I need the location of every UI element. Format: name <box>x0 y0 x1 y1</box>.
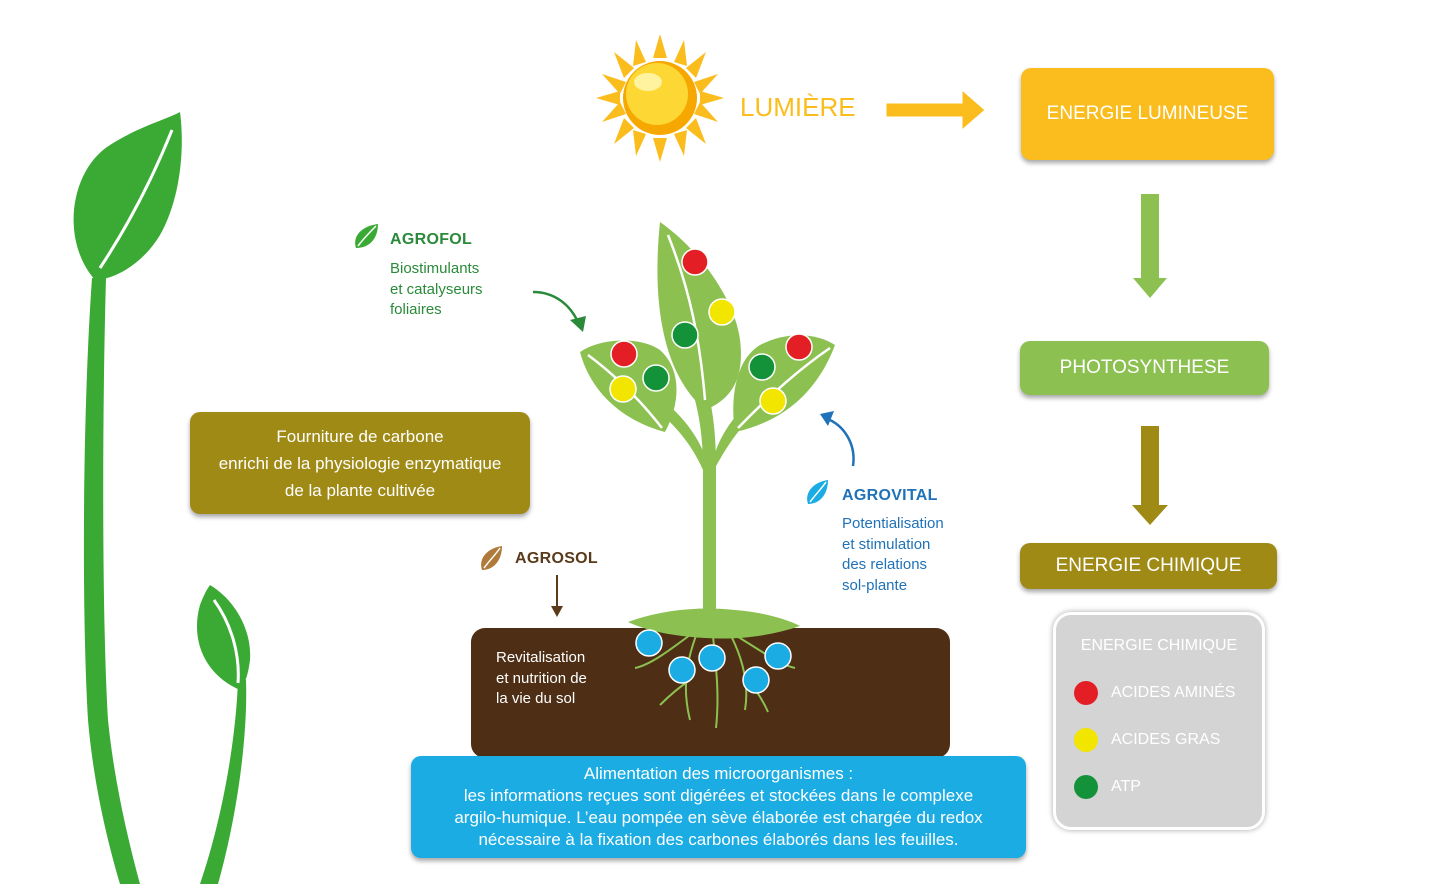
legend-label: ACIDES AMINÉS <box>1111 684 1236 701</box>
energie-chimique-label: ENERGIE CHIMIQUE <box>1055 555 1242 576</box>
agrovital-line: Potentialisation <box>842 515 944 532</box>
agrofol-line: foliaires <box>390 301 442 318</box>
carbon-box-line: enrichi de la physiologie enzymatique <box>218 453 502 473</box>
micro-box-line: Alimentation des microorganismes : <box>583 764 854 783</box>
lumiere-label: LUMIÈRE <box>740 92 856 122</box>
agrofol-line: et catalyseurs <box>390 280 483 298</box>
agrofol-title: AGROFOL <box>390 231 473 248</box>
carbon-box-line: Fourniture de carbone <box>276 426 444 446</box>
legend-label: ACIDES GRAS <box>1111 731 1221 748</box>
agrosol-title: AGROSOL <box>515 550 598 567</box>
arrow-lumiere-right <box>885 88 986 132</box>
legend-panel: ENERGIE CHIMIQUE ACIDES AMINÉS ACIDES GR… <box>1053 612 1265 830</box>
micro-box-line: nécessaire à la fixation des carbones él… <box>478 830 959 849</box>
soil-line: la vie du sol <box>496 690 576 707</box>
photosynthese-label: PHOTOSYNTHESE <box>1059 357 1230 378</box>
agrovital-line: des relations <box>842 556 928 573</box>
molecule-dots <box>609 248 813 415</box>
legend-title: ENERGIE CHIMIQUE <box>1080 637 1238 654</box>
red-dot-icon <box>1074 681 1098 705</box>
soil-line: Revitalisation <box>496 649 586 666</box>
microorganisms-box: Alimentation des microorganismes : les i… <box>411 756 1026 858</box>
micro-box-line: les informations reçues sont digérées et… <box>463 786 974 805</box>
yellow-dot-icon <box>1074 728 1098 752</box>
carbon-box-line: de la plante cultivée <box>284 480 436 500</box>
legend-item-acides-gras: ACIDES GRAS <box>1074 728 1220 752</box>
energie-lumineuse-box: ENERGIE LUMINEUSE <box>1021 68 1274 160</box>
legend-item-acides-amines: ACIDES AMINÉS <box>1074 681 1235 705</box>
microorganism-dots <box>635 629 792 694</box>
left-sprout-illustration <box>73 112 251 884</box>
arrow-down-olive <box>1132 426 1168 525</box>
agrovital-line: et stimulation <box>842 535 931 553</box>
sun-icon <box>596 34 724 162</box>
agrofol-description: Biostimulants et catalyseurs foliaires <box>390 259 483 321</box>
agrovital-curved-arrow <box>829 418 855 467</box>
energie-lumineuse-label: ENERGIE LUMINEUSE <box>1046 103 1249 124</box>
soil-block <box>471 628 950 758</box>
agrovital-description: Potentialisation et stimulation des rela… <box>842 514 944 596</box>
energie-chimique-box: ENERGIE CHIMIQUE <box>1020 543 1277 589</box>
agrofol-curved-arrow <box>532 290 580 323</box>
legend-item-atp: ATP <box>1074 775 1141 799</box>
legend-label: ATP <box>1111 778 1141 795</box>
photosynthese-box: PHOTOSYNTHESE <box>1020 341 1269 395</box>
carbon-supply-box: Fourniture de carbone enrichi de la phys… <box>190 412 530 514</box>
agrosol-down-arrow <box>551 575 563 617</box>
agrovital-line: sol-plante <box>842 576 908 594</box>
green-dot-icon <box>1074 775 1098 799</box>
soil-line: et nutrition de <box>496 669 587 687</box>
micro-box-line: argilo-humique. L’eau pompée en sève éla… <box>454 808 983 827</box>
agrovital-title: AGROVITAL <box>842 487 938 504</box>
agrofol-line: Biostimulants <box>390 260 480 277</box>
soil-description: Revitalisation et nutrition de la vie du… <box>496 648 587 710</box>
arrow-down-green <box>1133 194 1167 298</box>
